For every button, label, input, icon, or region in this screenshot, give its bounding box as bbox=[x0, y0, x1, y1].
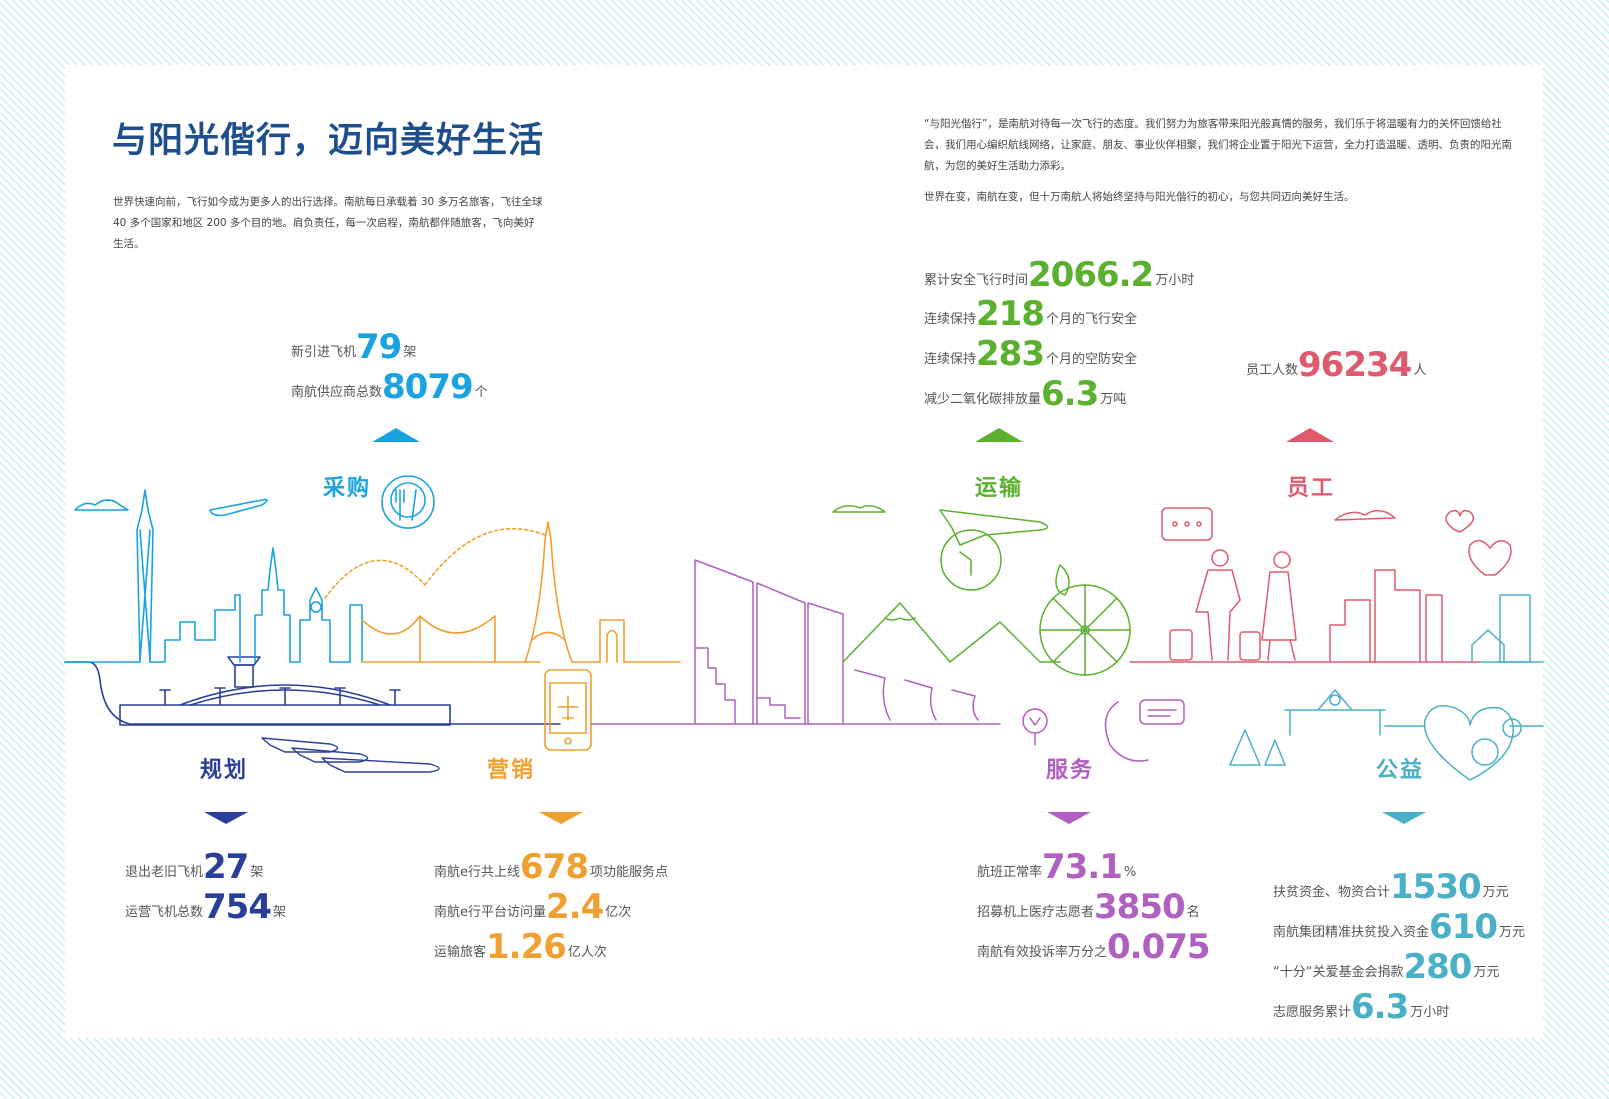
school-heart-icon bbox=[1229, 594, 1544, 781]
airplanes-icon bbox=[261, 737, 440, 773]
services-arrow-icon bbox=[1047, 812, 1091, 824]
category-label-planning: 规划 bbox=[200, 758, 249, 783]
charity-arrow-icon bbox=[1382, 812, 1426, 824]
page-title: 与阳光偕行，迈向美好生活 bbox=[112, 121, 545, 161]
category-label-marketing: 营销 bbox=[487, 758, 536, 783]
staff-arrow-icon bbox=[1286, 428, 1334, 442]
mountains-clock-icon bbox=[832, 505, 1131, 676]
intro-paragraph: 世界快速向前，飞行如今成为更多人的出行选择。南航每日承载着 30 多万名旅客，飞… bbox=[113, 196, 543, 250]
stat-on-time-rate: 航班正常率73.1% bbox=[977, 847, 1137, 887]
stat-complaint-rate: 南航有效投诉率万分之0.075 bbox=[977, 927, 1211, 967]
brand-statement: “与阳光偕行”，是南航对待每一次飞行的态度。我们努力为旅客带来阳光般真情的服务，… bbox=[924, 114, 1516, 208]
category-label-services: 服务 bbox=[1046, 758, 1095, 783]
procurement-arrow-icon bbox=[372, 428, 420, 442]
category-label-transport: 运输 bbox=[975, 476, 1024, 501]
planning-arrow-icon bbox=[204, 812, 248, 824]
transport-arrow-icon bbox=[975, 428, 1023, 442]
airport-terminal-icon bbox=[64, 656, 561, 726]
bridge-eiffel-icon bbox=[324, 521, 681, 751]
category-label-charity: 公益 bbox=[1376, 758, 1425, 783]
category-label-staff: 员工 bbox=[1287, 476, 1336, 501]
brand-statement-paragraph-1: “与阳光偕行”，是南航对待每一次飞行的态度。我们努力为旅客带来阳光般真情的服务，… bbox=[924, 118, 1512, 172]
content-panel bbox=[65, 65, 1543, 1038]
category-label-procurement: 采购 bbox=[323, 476, 372, 501]
buildings-sails-icon bbox=[590, 559, 1185, 762]
travelers-city-icon bbox=[1129, 507, 1512, 663]
brand-statement-paragraph-2: 世界在变，南航在变，但十万南航人将始终坚持与阳光偕行的初心，与您共同迈向美好生活… bbox=[924, 191, 1355, 203]
skyline-left-icon bbox=[64, 475, 435, 663]
marketing-arrow-icon bbox=[539, 812, 583, 824]
